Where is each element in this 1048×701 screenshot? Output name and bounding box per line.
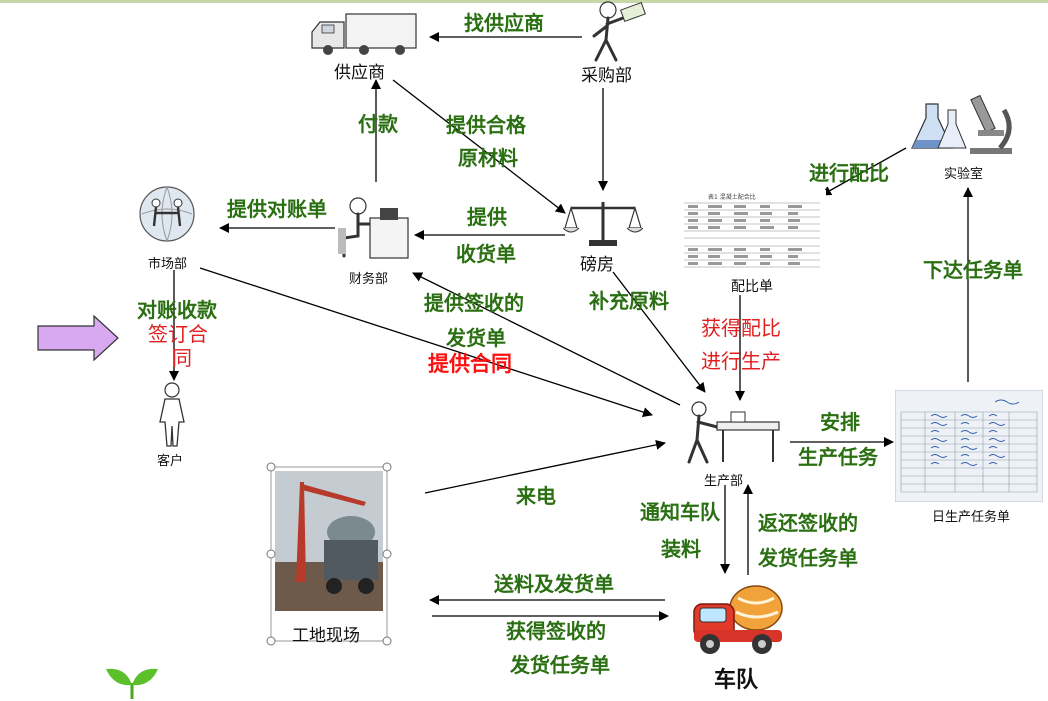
supplier-caption: 供应商 <box>334 63 385 82</box>
label-power: 来电 <box>516 486 556 508</box>
daily-task-sheet-document <box>895 390 1043 502</box>
label-notify-fleet-2: 装料 <box>661 539 701 561</box>
label-deliver: 送料及发货单 <box>494 574 614 596</box>
production-worker-icon <box>687 401 780 464</box>
market-caption: 市场部 <box>148 256 188 271</box>
line-contract <box>199 267 653 417</box>
line-mix <box>821 147 907 196</box>
label-sign-contract-1: 签订合 <box>148 324 208 346</box>
label-return-signed-2: 发货任务单 <box>758 548 858 570</box>
accountant-icon <box>338 197 409 259</box>
label-get-mix-1: 获得配比 <box>701 318 781 340</box>
big-arrow-icon <box>37 314 119 362</box>
label-provide-qualified-2: 原材料 <box>458 148 518 170</box>
label-provide-contract: 提供合同 <box>428 353 512 376</box>
mixer-truck-icon <box>693 585 783 654</box>
label-sign-contract-2: 同 <box>172 348 192 370</box>
top-border <box>0 0 1048 3</box>
label-get-signed-2: 发货任务单 <box>510 655 610 677</box>
label-provide-statement: 提供对账单 <box>227 199 327 221</box>
label-reconcile: 对账收款 <box>137 300 217 322</box>
construction-site-photo <box>266 462 392 646</box>
label-get-mix-2: 进行生产 <box>701 351 781 373</box>
line-supplement <box>612 271 706 393</box>
line-supplier-to-weigh <box>392 79 566 214</box>
customer-caption: 客户 <box>157 453 184 468</box>
label-find-supplier: 找供应商 <box>464 13 544 35</box>
daily-task-sheet-caption: 日生产任务单 <box>932 509 1011 524</box>
fleet-caption: 车队 <box>714 667 759 692</box>
weighroom-caption: 磅房 <box>580 255 614 274</box>
lab-caption: 实验室 <box>944 166 984 181</box>
label-signed-delivery-1: 提供签收的 <box>424 293 524 315</box>
production-caption: 生产部 <box>704 473 744 488</box>
line-power <box>424 439 666 494</box>
label-pay: 付款 <box>358 114 398 136</box>
customer-icon <box>159 382 185 447</box>
purchaser-icon <box>592 1 647 62</box>
label-return-signed-1: 返还签收的 <box>758 513 858 535</box>
label-arrange-2: 生产任务 <box>798 447 878 469</box>
purchasing-caption: 采购部 <box>581 66 632 85</box>
line-signed-delivery <box>412 272 681 406</box>
label-signed-delivery-2: 发货单 <box>446 328 506 350</box>
finance-caption: 财务部 <box>349 271 389 286</box>
globe-icon <box>139 186 195 242</box>
label-arrange-1: 安排 <box>820 412 860 434</box>
label-get-signed-1: 获得签收的 <box>506 621 606 643</box>
truck-icon <box>311 13 417 55</box>
sprout-logo-icon <box>106 668 158 699</box>
label-provide-receipt-2: 收货单 <box>456 244 516 266</box>
site-caption: 工地现场 <box>292 626 360 645</box>
lab-equipment-icon <box>911 94 1012 154</box>
label-supplement: 补充原料 <box>589 291 669 313</box>
mix-sheet-document: 表1 混凝土配合比 <box>678 190 826 274</box>
mix-sheet-caption: 配比单 <box>731 280 773 295</box>
label-notify-fleet-1: 通知车队 <box>640 502 720 524</box>
label-mix-ratio: 进行配比 <box>809 163 889 185</box>
mix-sheet-title: 表1 混凝土配合比 <box>708 193 756 201</box>
label-provide-receipt-1: 提供 <box>467 207 507 229</box>
label-provide-qualified-1: 提供合格 <box>446 115 526 137</box>
label-issue-task: 下达任务单 <box>923 260 1023 282</box>
scale-icon <box>563 202 643 246</box>
